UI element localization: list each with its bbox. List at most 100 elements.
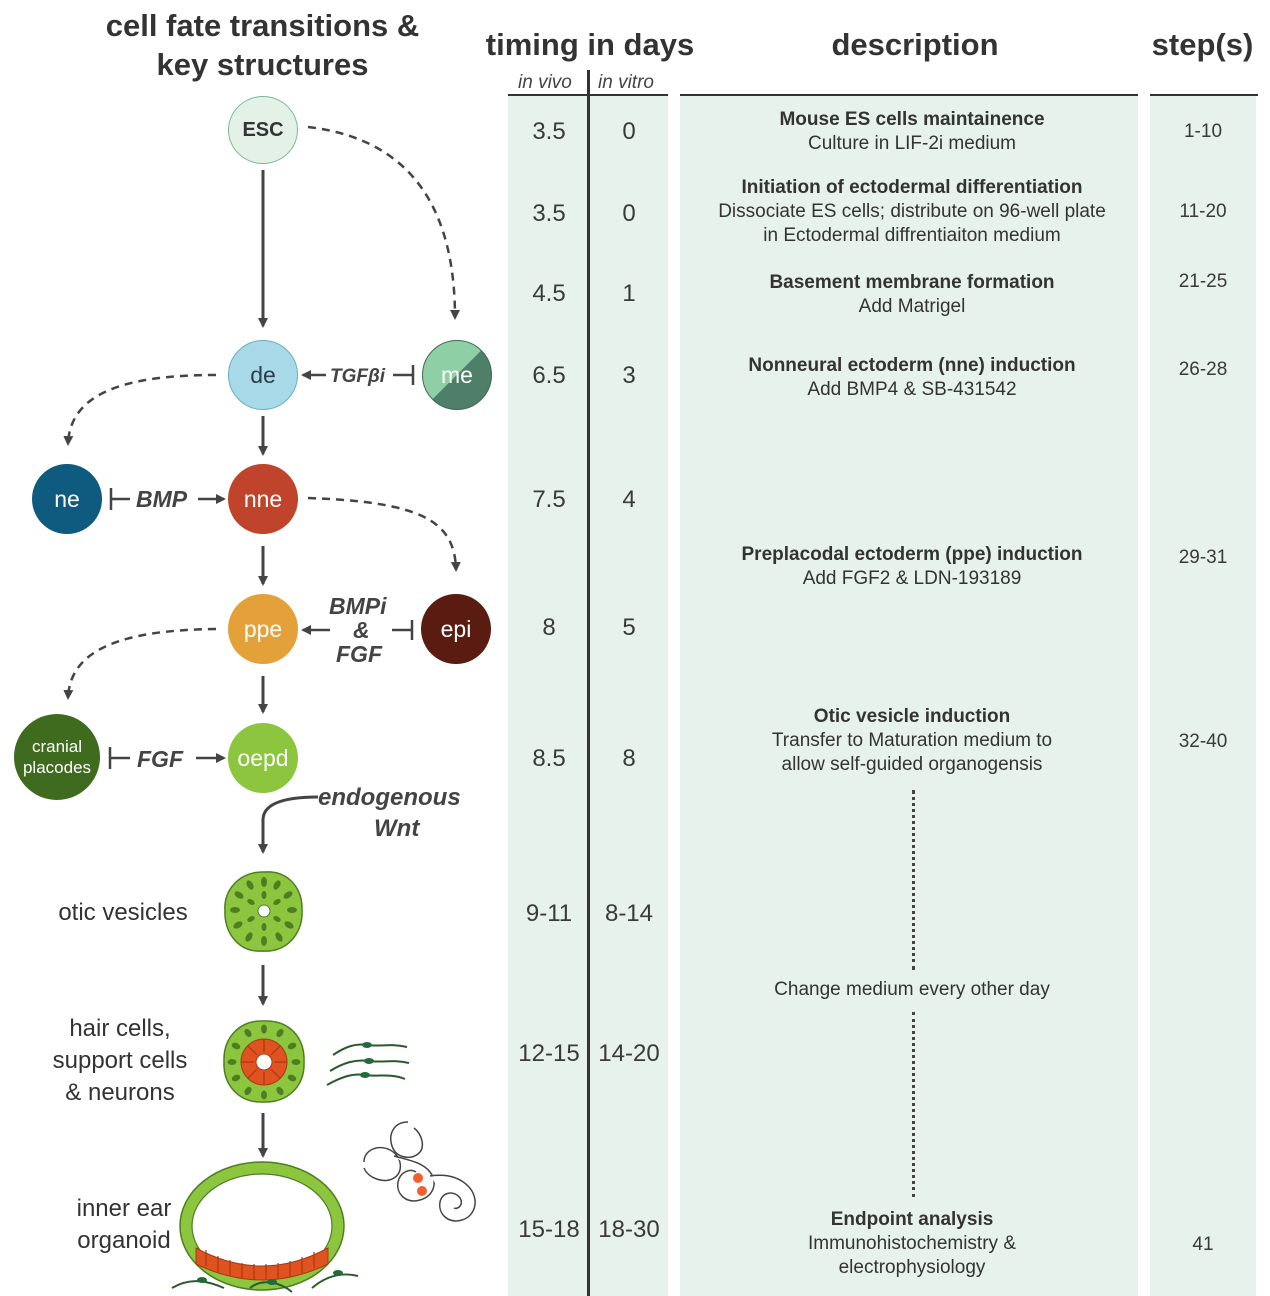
invitro-8: 14-20 [598, 1040, 660, 1067]
invitro-4: 4 [622, 486, 636, 513]
step-7: 41 [1192, 1234, 1214, 1255]
step-1: 11-20 [1179, 201, 1227, 222]
inner-ear-label: inner ear organoid [44, 1193, 204, 1257]
desc-line: Culture in LIF-2i medium [807, 133, 1017, 154]
hair-cell-vesicle-illustration [223, 1020, 305, 1103]
arrow-oepd-otic [258, 795, 319, 854]
desc-title: Initiation of ectodermal differentiation [741, 177, 1083, 198]
desc-line: Transfer to Maturation medium to [771, 730, 1053, 751]
and-signal: & [353, 617, 370, 643]
desc-line: electrophysiology [838, 1257, 986, 1278]
desc-otic-induction: Otic vesicle induction Transfer to Matur… [682, 705, 1142, 777]
steps-band [1150, 96, 1256, 1296]
invivo-4: 7.5 [532, 486, 566, 513]
ne-cell: ne [32, 464, 102, 534]
lineage-arrows: TGFβi BMP BMPi & FGF FGF endogenous Wnt [63, 125, 461, 1158]
oepd-label: oepd [237, 744, 289, 771]
desc-ppe-induction: Preplacodal ectoderm (ppe) induction Add… [682, 543, 1142, 591]
invivo-5: 8 [542, 614, 556, 641]
invitro-9: 18-30 [598, 1216, 660, 1243]
hair-label-2: support cells [52, 1047, 188, 1074]
step-3: 26-28 [1178, 359, 1228, 380]
nne-label: nne [243, 485, 283, 512]
me-label: me [441, 361, 473, 388]
cranial-label-2: placodes [22, 758, 92, 777]
esc-cell: ESC [228, 96, 298, 164]
desc-line: in Ectodermal diffrentiaiton medium [763, 225, 1061, 246]
ne-label: ne [54, 485, 80, 512]
left-header-line2: key structures [156, 47, 369, 82]
invivo-2: 4.5 [532, 280, 566, 307]
step-5: 32-40 [1178, 731, 1228, 752]
desc-line: Change medium every other day [774, 979, 1050, 1000]
dashed-nne-epi [307, 496, 461, 572]
desc-basement-membrane: Basement membrane formation Add Matrigel [682, 271, 1142, 319]
nne-cell: nne [228, 464, 298, 534]
invivo-8: 12-15 [518, 1040, 580, 1067]
desc-ectoderm-initiation: Initiation of ectodermal differentiation… [682, 176, 1142, 248]
desc-title: Otic vesicle induction [813, 706, 1011, 727]
ppe-label: ppe [243, 615, 283, 642]
cranial-placodes-cell: cranial placodes [14, 714, 100, 800]
step-0: 1-10 [1183, 121, 1223, 142]
step-2: 21-25 [1178, 271, 1228, 292]
step-4: 29-31 [1178, 547, 1228, 568]
invitro-5: 5 [622, 614, 636, 641]
timing-column-divider [587, 70, 590, 1296]
invitro-7: 8-14 [604, 900, 654, 927]
de-cell: de [228, 340, 298, 410]
desc-line: Dissociate ES cells; distribute on 96-we… [718, 201, 1106, 222]
inner-ear-anatomy-icon [363, 1121, 476, 1222]
in-vitro-label: in vitro [598, 72, 654, 93]
inner-ear-organoid-illustration [171, 1161, 359, 1293]
steps-header: step(s) [1151, 27, 1254, 62]
desc-title: Nonneural ectoderm (nne) induction [748, 355, 1076, 376]
description-header: description [831, 27, 999, 62]
neurons-illustration [326, 1042, 410, 1086]
wnt-signal: Wnt [374, 815, 420, 842]
desc-title: Mouse ES cells maintainence [779, 109, 1045, 130]
invivo-7: 9-11 [525, 900, 573, 927]
desc-change-medium: Change medium every other day [682, 978, 1142, 1002]
desc-title: Preplacodal ectoderm (ppe) induction [741, 544, 1083, 565]
bmp-signal: BMP [136, 486, 188, 512]
hair-label-1: hair cells, [69, 1015, 171, 1042]
hair-label-3: & neurons [65, 1079, 175, 1106]
inner-label-1: inner ear [76, 1195, 172, 1222]
dotted-connector-upper [912, 790, 915, 970]
desc-title: Endpoint analysis [830, 1209, 994, 1230]
bmpi-signal: BMPi [329, 593, 387, 619]
invitro-3: 3 [622, 362, 636, 389]
desc-line: Add FGF2 & LDN-193189 [802, 568, 1022, 589]
steps-header-rule [1150, 94, 1258, 96]
desc-line: Immunohistochemistry & [807, 1233, 1016, 1254]
otic-label: otic vesicles [58, 899, 188, 926]
desc-line: Add BMP4 & SB-431542 [807, 379, 1017, 400]
tgf-signal: TGFβi [330, 366, 386, 387]
inner-label-2: organoid [77, 1227, 171, 1254]
cranial-label-1: cranial [31, 737, 83, 756]
dashed-ppe-cranial [63, 627, 217, 700]
otic-vesicle-illustration [224, 871, 303, 952]
de-label: de [250, 361, 276, 388]
desc-title: Basement membrane formation [769, 272, 1055, 293]
otic-vesicles-label: otic vesicles [40, 897, 206, 929]
invivo-3: 6.5 [532, 362, 566, 389]
dashed-esc-me [307, 125, 460, 320]
hair-cells-label: hair cells, support cells & neurons [30, 1013, 210, 1109]
invitro-0: 0 [622, 118, 636, 145]
endogenous-signal: endogenous [318, 784, 461, 811]
left-header: cell fate transitions & key structures [60, 6, 465, 84]
me-cell: me [422, 340, 492, 410]
ppe-cell: ppe [228, 594, 298, 664]
left-header-line1: cell fate transitions & [105, 8, 420, 43]
desc-line: Add Matrigel [858, 296, 966, 317]
description-band [680, 96, 1138, 1296]
description-header-rule [680, 94, 1138, 96]
invivo-1: 3.5 [532, 200, 566, 227]
in-vivo-label: in vivo [518, 72, 572, 93]
oepd-cell: oepd [228, 723, 298, 793]
epi-cell: epi [421, 594, 491, 664]
timing-header: timing in days [485, 27, 695, 62]
